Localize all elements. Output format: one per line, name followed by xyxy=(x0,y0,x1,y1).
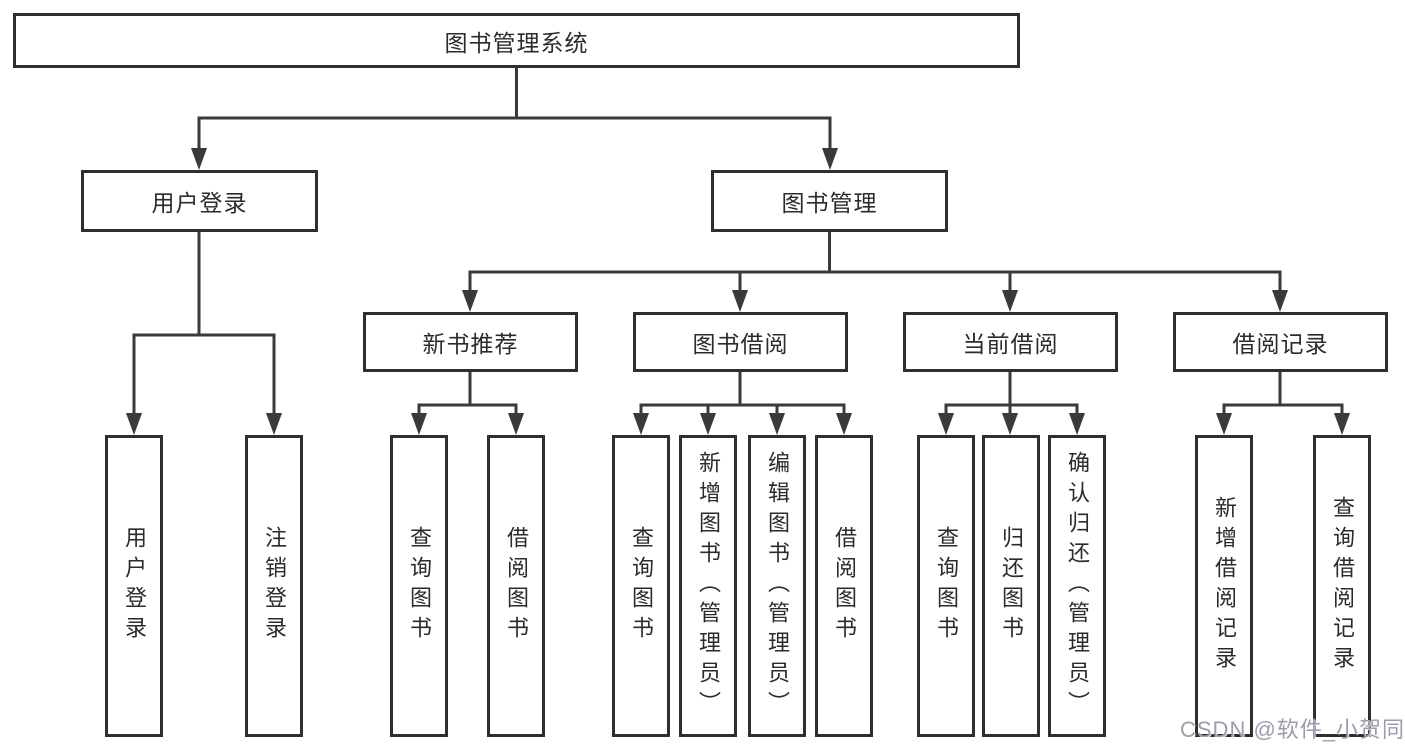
node-book-management: 图书管理 xyxy=(711,170,948,232)
leaf-query-books-2: 查询图书 xyxy=(612,435,670,737)
arrowhead-down-icon xyxy=(822,148,838,170)
arrowhead-down-icon xyxy=(266,413,282,435)
arrowhead-down-icon xyxy=(836,413,852,435)
leaf-label: 查询图书 xyxy=(629,526,654,646)
leaf-user-login: 用户登录 xyxy=(105,435,163,737)
csdn-watermark: CSDN @软件_小贺同学 xyxy=(1180,717,1405,742)
leaf-label: 注销登录 xyxy=(262,526,287,646)
arrowhead-down-icon xyxy=(462,290,478,312)
arrowhead-down-icon xyxy=(1272,290,1288,312)
node-new-book-recommend: 新书推荐 xyxy=(363,312,578,372)
node-user-login: 用户登录 xyxy=(81,170,318,232)
node-current-borrowing: 当前借阅 xyxy=(903,312,1118,372)
connector-newbook-fork xyxy=(417,403,518,417)
arrowhead-down-icon xyxy=(769,413,785,435)
leaf-label: 查询图书 xyxy=(407,526,432,646)
arrowhead-down-icon xyxy=(732,290,748,312)
arrowhead-down-icon xyxy=(191,148,207,170)
arrowhead-down-icon xyxy=(508,413,524,435)
leaf-return-books: 归还图书 xyxy=(982,435,1040,737)
arrowhead-down-icon xyxy=(938,413,954,435)
connector-borrowing-fork xyxy=(639,403,846,417)
leaf-borrow-books-1: 借阅图书 xyxy=(487,435,545,737)
leaf-edit-books-admin: 编辑图书（管理员） xyxy=(748,435,806,737)
arrowhead-down-icon xyxy=(1334,413,1350,435)
arrowhead-down-icon xyxy=(1069,413,1085,435)
node-borrow-records: 借阅记录 xyxy=(1173,312,1388,372)
leaf-query-borrow-record: 查询借阅记录 xyxy=(1313,435,1371,737)
connector-root-fork xyxy=(197,116,832,152)
node-book-borrowing: 图书借阅 xyxy=(633,312,848,372)
arrowhead-down-icon xyxy=(1002,413,1018,435)
leaf-label: 查询借阅记录 xyxy=(1330,496,1355,676)
leaf-label: 新增图书（管理员） xyxy=(696,451,721,721)
leaf-label: 新增借阅记录 xyxy=(1212,496,1237,676)
leaf-borrow-books-2: 借阅图书 xyxy=(815,435,873,737)
leaf-query-books-3: 查询图书 xyxy=(917,435,975,737)
leaf-label: 编辑图书（管理员） xyxy=(765,451,790,721)
arrowhead-down-icon xyxy=(633,413,649,435)
connector-bookmgmt-fork xyxy=(468,270,1282,294)
arrowhead-down-icon xyxy=(700,413,716,435)
arrowhead-down-icon xyxy=(126,413,142,435)
leaf-label: 用户登录 xyxy=(122,526,147,646)
leaf-label: 借阅图书 xyxy=(504,526,529,646)
arrowhead-down-icon xyxy=(1002,290,1018,312)
leaf-label: 借阅图书 xyxy=(832,526,857,646)
arrowhead-down-icon xyxy=(1216,413,1232,435)
leaf-query-books-1: 查询图书 xyxy=(390,435,448,737)
leaf-confirm-return-admin: 确认归还（管理员） xyxy=(1048,435,1106,737)
leaf-logout: 注销登录 xyxy=(245,435,303,737)
leaf-label: 确认归还（管理员） xyxy=(1065,451,1090,721)
connector-records-fork xyxy=(1222,403,1344,417)
arrowhead-down-icon xyxy=(411,413,427,435)
node-root-system: 图书管理系统 xyxy=(13,13,1020,68)
connector-userlogin-fork xyxy=(132,333,276,417)
leaf-label: 查询图书 xyxy=(934,526,959,646)
leaf-add-borrow-record: 新增借阅记录 xyxy=(1195,435,1253,737)
leaf-label: 归还图书 xyxy=(999,526,1024,646)
leaf-add-books-admin: 新增图书（管理员） xyxy=(679,435,737,737)
